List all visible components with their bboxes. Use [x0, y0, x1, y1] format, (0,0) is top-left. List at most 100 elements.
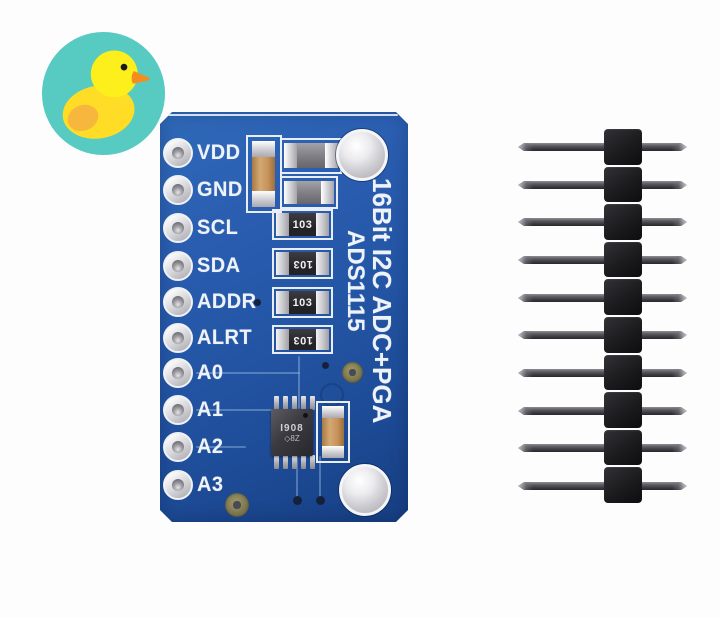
resistor-body: 103	[289, 329, 316, 350]
solder-end	[252, 141, 275, 157]
pad-a3	[163, 470, 193, 500]
capacitor-body	[297, 143, 325, 168]
pcb-edge-highlight	[168, 114, 398, 116]
plastic-segment	[604, 204, 642, 240]
pin-label-a0: A0	[197, 361, 224, 384]
plastic-segment	[604, 166, 642, 203]
pcb-trace	[298, 356, 300, 409]
header-pin	[518, 256, 687, 264]
header-pin	[518, 482, 687, 490]
header-pin	[518, 369, 687, 377]
pad-hole	[172, 441, 184, 453]
solder-end	[316, 291, 329, 314]
ic-pin	[310, 396, 315, 410]
header-pin	[518, 444, 687, 452]
resistor-body: 103	[289, 252, 316, 275]
solder-end	[316, 252, 329, 275]
ic-pin	[274, 455, 279, 469]
ic-pin	[301, 455, 306, 469]
capacitor-outline	[316, 401, 350, 463]
duck-beak	[131, 71, 150, 84]
pad-hole	[172, 367, 184, 379]
pin-label-addr: ADDR	[197, 290, 257, 313]
via-dot	[322, 362, 329, 369]
pad-hole	[172, 222, 184, 234]
plastic-segment	[604, 429, 642, 466]
smd-capacitor	[284, 181, 334, 204]
ads1115-breakout-board: VDD GND SCL SDA ADDR ALRT A0 A1 A2 A3	[160, 112, 408, 522]
pad-a2	[163, 432, 193, 462]
pcb-trace	[196, 372, 300, 374]
plastic-segment	[604, 354, 642, 391]
ic-pin	[274, 396, 279, 410]
header-pin	[518, 294, 687, 302]
pcb-trace	[196, 446, 246, 448]
plastic-segment	[604, 392, 642, 428]
capacitor-body	[297, 181, 321, 204]
pad-gnd	[163, 175, 193, 205]
resistor-outline	[272, 325, 333, 354]
pad-scl	[163, 213, 193, 243]
resistor-103: 103	[276, 213, 329, 236]
plastic-segment	[604, 316, 642, 353]
ic-pin	[301, 396, 306, 410]
pad-hole	[172, 479, 184, 491]
pcb-trace	[319, 456, 321, 500]
ic-pin	[292, 396, 297, 410]
header-pin	[518, 407, 687, 415]
header-plastic-strip	[604, 129, 642, 503]
plastic-segment	[604, 467, 642, 503]
capacitor-body	[322, 418, 344, 446]
via	[342, 362, 363, 383]
pin-label-scl: SCL	[197, 216, 239, 239]
ic-marking: ◇8Z	[284, 433, 300, 443]
solder-end	[321, 181, 334, 204]
pin1-dot	[303, 413, 308, 418]
resistor-outline	[272, 209, 333, 240]
pin-label-alrt: ALRT	[197, 326, 253, 349]
duck-wing	[67, 104, 99, 132]
pad-hole	[172, 404, 184, 416]
pad-hole	[172, 184, 184, 196]
resistor-body: 103	[289, 291, 316, 314]
pin-label-a1: A1	[197, 398, 224, 421]
plastic-segment	[604, 241, 642, 278]
pin-label-a2: A2	[197, 435, 224, 458]
smd-capacitor	[284, 143, 338, 168]
solder-end	[284, 143, 297, 168]
pin-label-gnd: GND	[197, 178, 243, 201]
pad-a1	[163, 395, 193, 425]
pad-vdd	[163, 138, 193, 168]
pad-hole	[172, 260, 184, 272]
solder-end	[276, 252, 289, 275]
pad-hole	[172, 296, 184, 308]
capacitor-outline	[246, 135, 282, 213]
via-dot	[316, 496, 325, 505]
pin-label-vdd: VDD	[197, 141, 241, 164]
solder-end	[316, 329, 329, 350]
solder-end	[325, 143, 338, 168]
capacitor-body	[252, 157, 275, 191]
resistor-body: 103	[289, 213, 316, 236]
plastic-segment	[604, 279, 642, 315]
pad-a0	[163, 358, 193, 388]
ic-pin	[310, 455, 315, 469]
header-pin	[518, 218, 687, 226]
tantalum-capacitor	[322, 406, 344, 458]
pin-label-a3: A3	[197, 473, 224, 496]
solder-end	[322, 446, 344, 458]
pin-label-sda: SDA	[197, 254, 241, 277]
mounting-hole	[339, 464, 391, 516]
mounting-hole	[336, 129, 388, 181]
ads1115-ic: I908 ◇8Z	[271, 409, 313, 456]
header-pin	[518, 181, 687, 189]
pad-alrt	[163, 323, 193, 353]
pcb-trace	[296, 456, 298, 500]
ic-pin	[292, 455, 297, 469]
resistor-outline	[272, 287, 333, 318]
via	[225, 493, 249, 517]
pcb-trace	[196, 409, 272, 411]
resistor-103: 103	[276, 252, 329, 275]
resistor-outline	[272, 248, 333, 279]
